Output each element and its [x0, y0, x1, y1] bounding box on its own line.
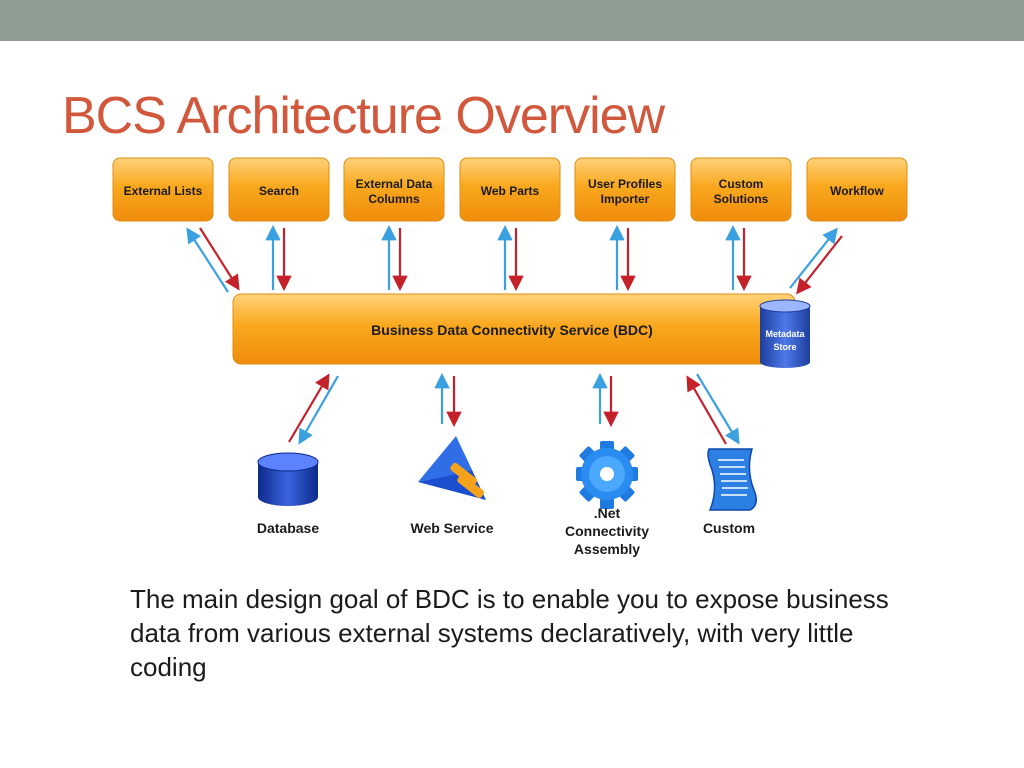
- source-label: Web Service: [410, 520, 493, 536]
- app-box-custom-solutions: Custom Solutions: [690, 157, 792, 222]
- app-box-label: Importer: [601, 192, 650, 206]
- net-assembly-source: .Net Connectivity Assembly: [565, 441, 649, 557]
- app-box-external-data-columns: External Data Columns: [343, 157, 445, 222]
- metadata-store-icon: Metadata Store: [759, 299, 811, 368]
- app-box-label: Search: [259, 184, 299, 198]
- arrow-down-blue: [298, 375, 339, 445]
- scroll-icon: [707, 448, 757, 511]
- body-text: The main design goal of BDC is to enable…: [130, 584, 889, 682]
- arrow-up-blue: [186, 227, 229, 293]
- bdc-service-bar: Business Data Connectivity Service (BDC): [232, 293, 796, 365]
- app-connection-arrows: [186, 224, 843, 295]
- source-label: Database: [257, 520, 319, 536]
- source-label: Connectivity: [565, 523, 649, 539]
- web-service-source: Web Service: [410, 436, 494, 536]
- custom-source: Custom: [703, 448, 757, 536]
- arrow-up-red: [288, 373, 330, 443]
- database-icon: [257, 452, 319, 506]
- app-box-label: Web Parts: [481, 184, 540, 198]
- metadata-store-label: Store: [773, 342, 796, 352]
- app-box-workflow: Workflow: [806, 157, 908, 222]
- app-box-label: Custom: [719, 177, 764, 191]
- source-connection-arrows: [288, 372, 740, 445]
- arrow-up-blue: [789, 227, 838, 289]
- source-label: .Net: [594, 505, 621, 521]
- bdc-label: Business Data Connectivity Service (BDC): [371, 322, 653, 338]
- database-source: Database: [257, 452, 319, 536]
- arrow-up-red: [686, 375, 727, 445]
- slide-title: BCS Architecture Overview: [62, 87, 665, 145]
- metadata-store-label: Metadata: [765, 329, 805, 339]
- app-box-label: Solutions: [714, 192, 769, 206]
- app-box-label: External Data: [356, 177, 433, 191]
- source-label: Custom: [703, 520, 755, 536]
- source-label: Assembly: [574, 541, 640, 557]
- app-box-search: Search: [228, 157, 330, 222]
- app-box-label: External Lists: [124, 184, 203, 198]
- app-box-external-lists: External Lists: [112, 157, 214, 222]
- app-box-label: User Profiles: [588, 177, 662, 191]
- top-bar: [0, 0, 1024, 41]
- arrow-down-red: [199, 227, 240, 291]
- arrow-down-red: [796, 235, 843, 295]
- app-box-web-parts: Web Parts: [459, 157, 561, 222]
- arrow-down-blue: [696, 373, 740, 445]
- app-box-label: Workflow: [830, 184, 884, 198]
- web-service-icon: [418, 436, 486, 500]
- app-box-label: Columns: [368, 192, 420, 206]
- gear-icon: [576, 441, 638, 509]
- app-box-user-profiles-importer: User Profiles Importer: [574, 157, 676, 222]
